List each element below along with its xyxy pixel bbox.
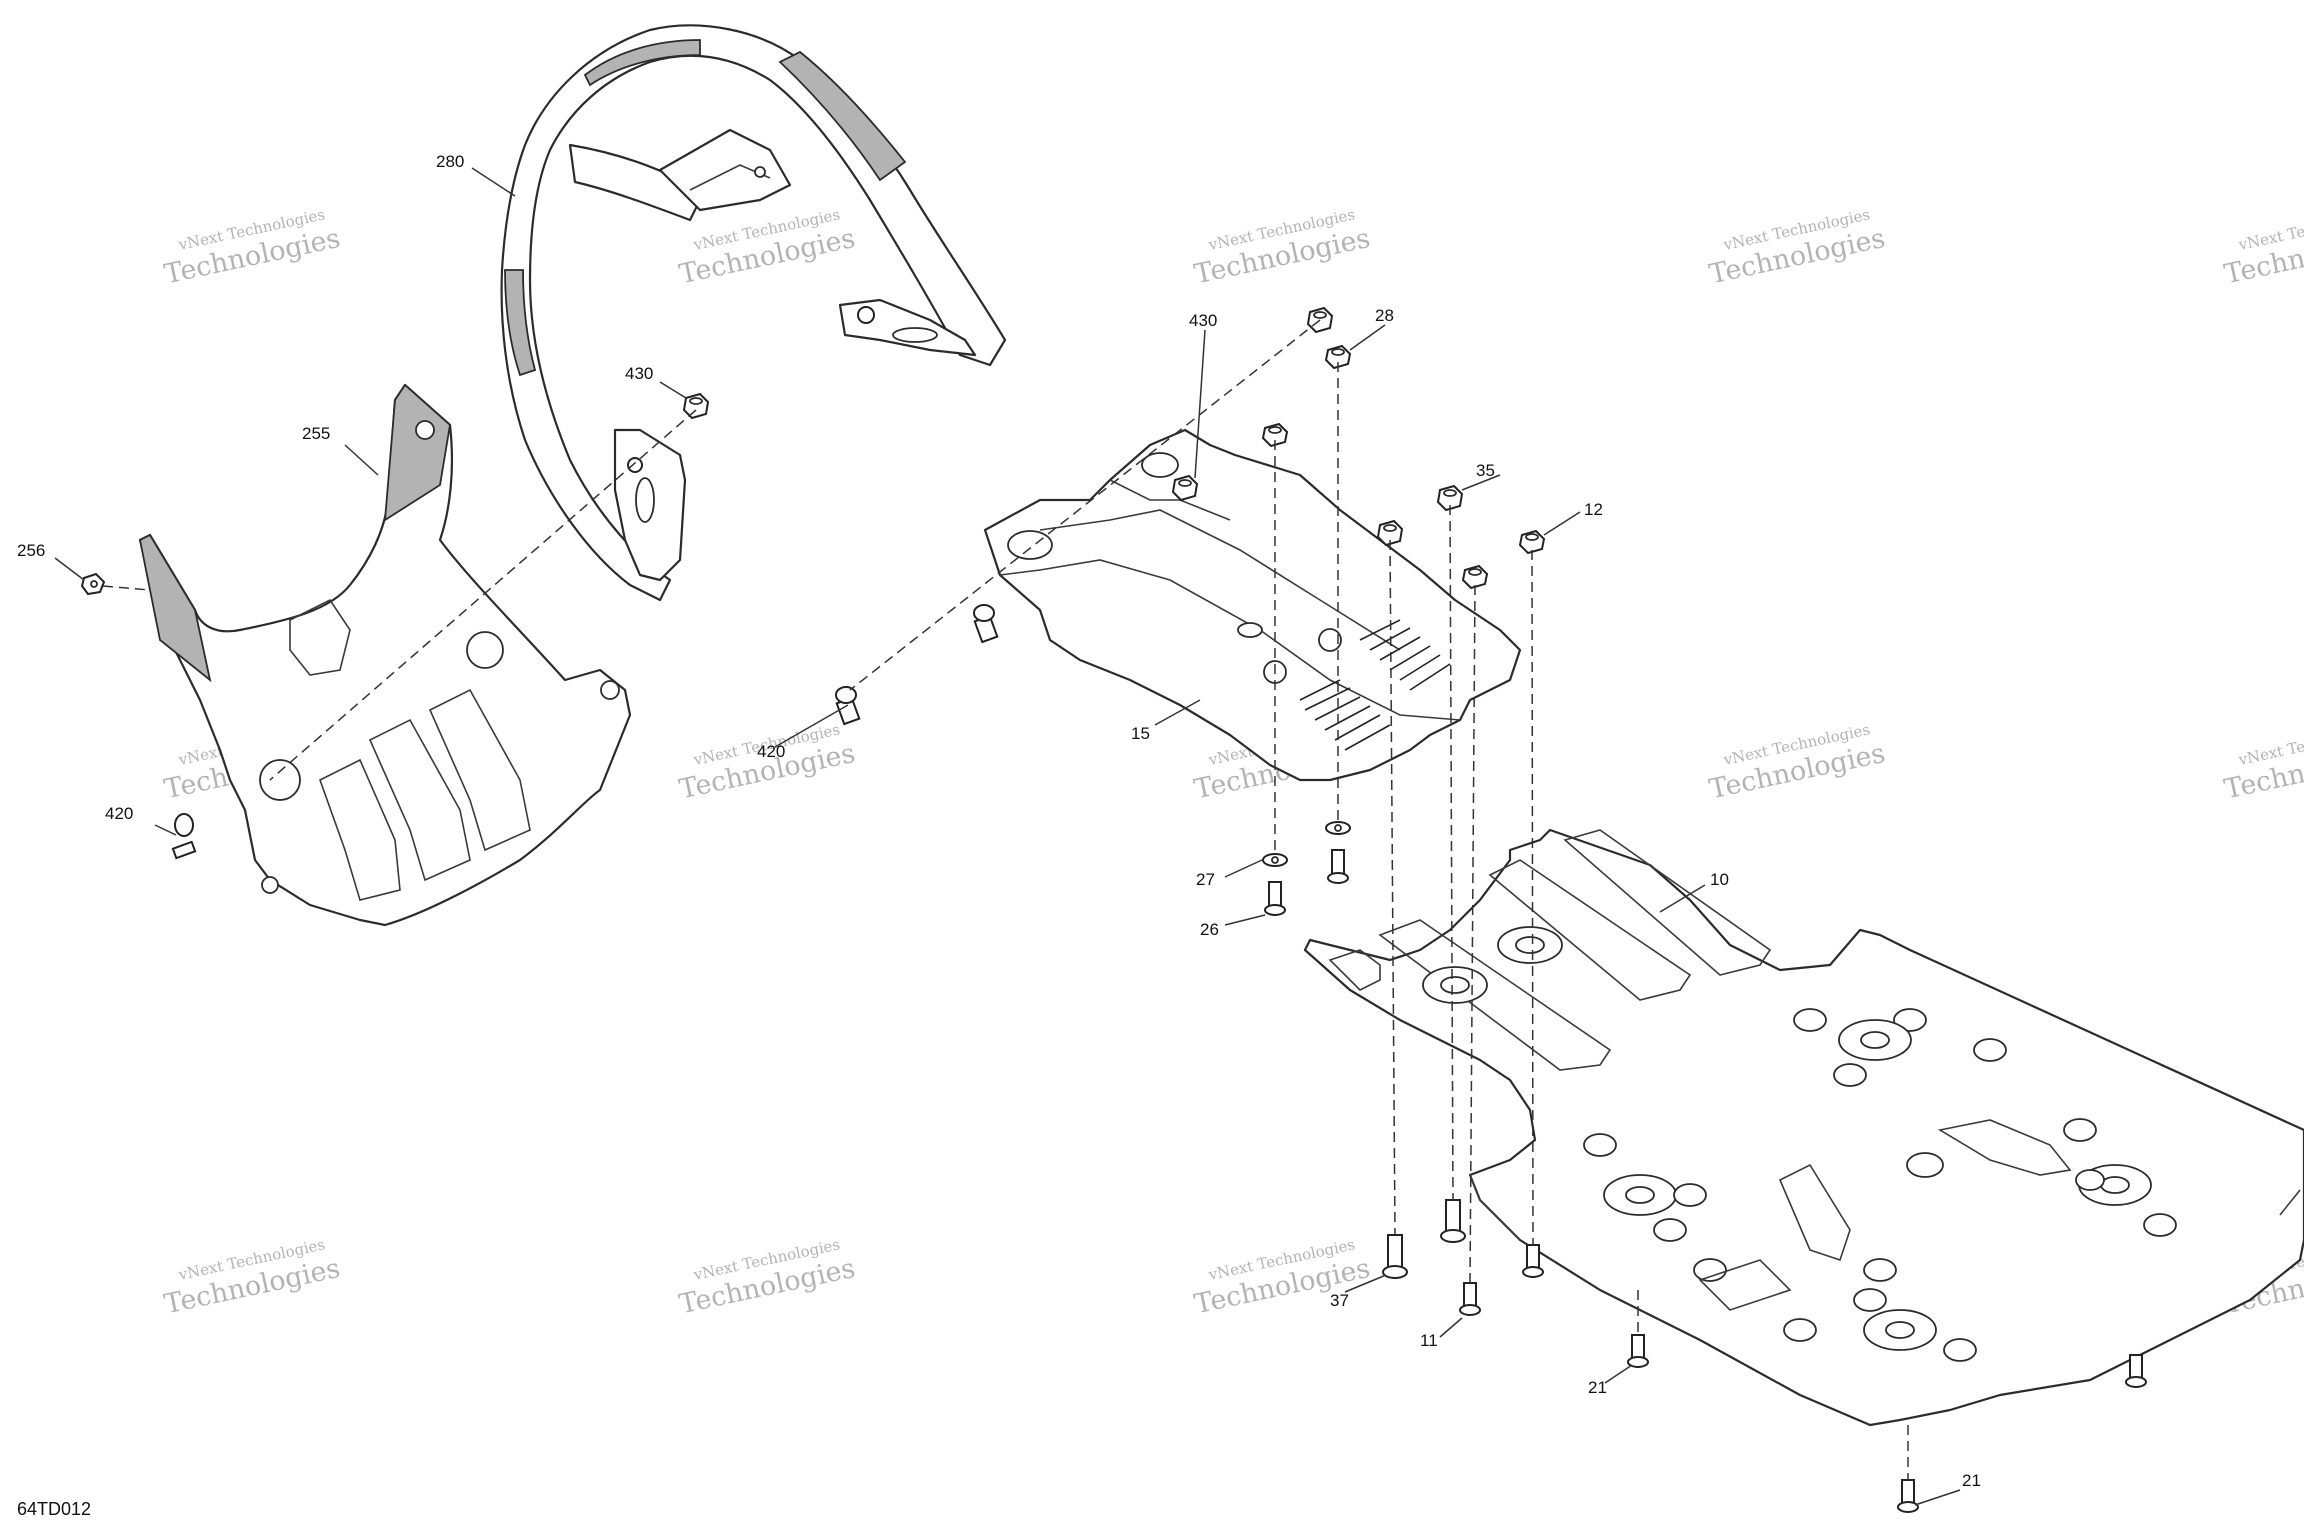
part-255-front-plate [138,383,632,927]
callout-37: 37 [1330,1291,1349,1310]
bolt-11-b [1522,1244,1544,1278]
nut-430-right-a [1171,474,1199,502]
callout-21-a: 21 [1588,1378,1607,1397]
nut-28-b [1261,422,1289,448]
watermark: vNext Technologies Technologies [1707,720,1888,805]
callout-28: 28 [1375,306,1394,325]
nut-35-b [1376,519,1404,547]
nut-12-b [1461,564,1489,590]
callout-11: 11 [1420,1331,1438,1350]
bolt-21-b [1897,1479,1919,1513]
watermark: vNext Technologies Technologies [1707,205,1888,290]
bolt-26 [1264,881,1286,916]
callout-280: 280 [436,152,464,171]
watermark: vNext Technologies Technologies [677,720,858,805]
bolt-21-a [1627,1334,1649,1368]
watermark: vNext Technologies Technologies [677,205,858,290]
part-15-mid-plate [983,428,1522,782]
callout-15: 15 [1131,724,1150,743]
washer-27-b [1325,821,1351,835]
callout-leaders [54,167,1961,1506]
watermark: vNext Technologies Technologies [162,1235,343,1320]
bolt-26-b [1327,849,1349,884]
callout-27: 27 [1196,870,1215,889]
watermark: vNext Technologies Technologies [162,205,343,290]
callout-420-mid: 420 [757,742,785,761]
watermark: vNext Technologies Technologies [2222,720,2304,805]
watermark: vNext Technologies Technologies [1192,205,1373,290]
callout-26: 26 [1200,920,1219,939]
watermark: vNext Technologies Technologies [677,1235,858,1320]
nut-35 [1436,484,1464,512]
callout-numbers: 280 255 256 430 430 420 420 28 35 12 15 … [17,152,1981,1490]
bolt-420-left [171,813,197,860]
bolt-11 [1459,1282,1481,1316]
callout-35: 35 [1476,461,1495,480]
nut-28 [1324,344,1352,370]
nut-12 [1518,529,1546,555]
callout-21-b: 21 [1962,1471,1981,1490]
callout-256: 256 [17,541,45,560]
callout-430-left: 430 [625,364,653,383]
bolt-420-mid [835,686,861,726]
callout-430-right: 430 [1189,311,1217,330]
hardware-items [80,306,2147,1513]
washer-27 [1262,853,1288,867]
part-280-bumper [500,24,1007,602]
nut-430-left [682,392,710,420]
bolt-37-b [1440,1199,1466,1243]
callout-12: 12 [1584,500,1603,519]
watermark: vNext Technologies Technologies [2222,205,2304,290]
bolt-420-right [973,604,999,644]
part-10-main-plate [1303,828,2304,1427]
diagram-reference-code: 64TD012 [17,1499,91,1519]
assembly-lines [102,319,1909,1480]
callout-420-left: 420 [105,804,133,823]
nut-256 [80,572,106,596]
callout-10: 10 [1710,870,1729,889]
bolt-37 [1382,1234,1408,1279]
callout-255: 255 [302,424,330,443]
bolt-21-c [2125,1354,2147,1388]
nut-430-right-b [1306,306,1334,334]
